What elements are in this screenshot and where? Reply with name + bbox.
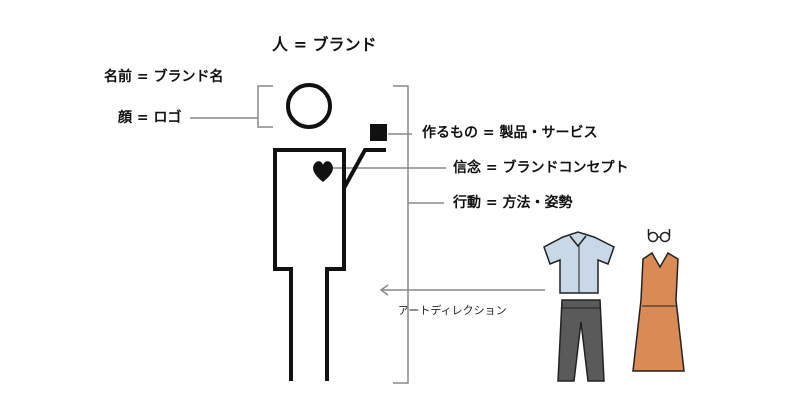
person-body-right <box>325 188 346 381</box>
label-art-direction: アートディレクション <box>398 304 507 317</box>
shirt-icon <box>543 231 615 294</box>
diagram-title: 人 = ブランド <box>272 35 377 54</box>
label-face: 顔 = ロゴ <box>118 110 182 126</box>
art-direction-arrowhead <box>379 284 389 296</box>
glasses-icon <box>647 229 671 243</box>
heart-icon <box>313 161 333 182</box>
face-bracket <box>257 85 273 128</box>
label-name: 名前 = ブランド名 <box>104 69 224 85</box>
product-square-icon <box>370 124 387 141</box>
actions-bracket <box>393 85 409 384</box>
person-head <box>286 83 332 129</box>
person-figure <box>273 83 386 381</box>
dress-icon <box>632 251 685 372</box>
person-body-left <box>273 148 386 381</box>
label-products: 作るもの = 製品・サービス <box>422 125 598 141</box>
label-beliefs: 信念 = ブランドコンセプト <box>453 160 629 176</box>
label-actions: 行動 = 方法・姿勢 <box>453 195 573 211</box>
pants-icon <box>557 299 605 382</box>
